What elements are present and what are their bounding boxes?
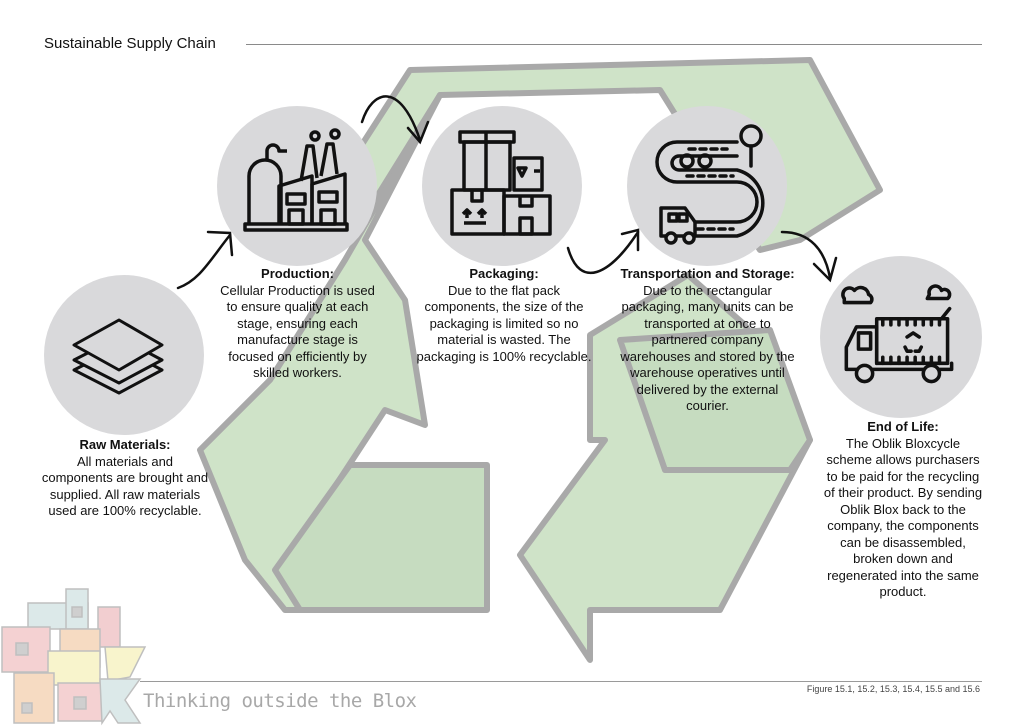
packaging-body: Due to the flat pack components, the siz… bbox=[416, 282, 592, 364]
production-body: Cellular Production is used to ensure qu… bbox=[220, 282, 375, 381]
boxes-icon bbox=[450, 130, 552, 236]
flow-arrow-2 bbox=[360, 95, 422, 142]
title-divider bbox=[246, 44, 982, 45]
flow-arrow-1 bbox=[176, 233, 232, 290]
flow-arrow-3-head bbox=[620, 228, 640, 252]
factory-icon bbox=[243, 128, 349, 232]
transportation-body: Due to the rectangular packaging, many u… bbox=[620, 282, 795, 414]
flow-arrow-1-head bbox=[206, 230, 234, 257]
recycling-truck-icon bbox=[841, 284, 954, 384]
end-of-life-heading: End of Life: bbox=[867, 419, 939, 434]
road-van-icon bbox=[655, 124, 765, 245]
flow-arrow-2-head bbox=[406, 120, 430, 145]
page-title: Sustainable Supply Chain bbox=[44, 35, 216, 52]
flow-arrow-3 bbox=[566, 230, 640, 275]
packaging-circle bbox=[422, 106, 582, 266]
production-heading: Production: bbox=[261, 266, 334, 281]
packaging-text: Packaging: Due to the flat pack componen… bbox=[414, 266, 594, 365]
flow-arrow-4 bbox=[780, 230, 832, 280]
raw-materials-heading: Raw Materials: bbox=[79, 437, 171, 452]
recycle-block-right bbox=[617, 327, 813, 473]
end-of-life-body: The Oblik Bloxcycle scheme allows purcha… bbox=[823, 435, 983, 600]
oblik-blox-logo bbox=[1, 588, 147, 726]
production-text: Production: Cellular Production is used … bbox=[215, 266, 380, 382]
tagline: Thinking outside the Blox bbox=[143, 690, 417, 712]
flow-arrow-4-head bbox=[812, 256, 838, 283]
production-circle bbox=[217, 106, 377, 266]
footer-divider bbox=[140, 681, 982, 682]
figure-caption: Figure 15.1, 15.2, 15.3, 15.4, 15.5 and … bbox=[806, 684, 980, 694]
transportation-circle bbox=[627, 106, 787, 266]
raw-materials-body: All materials and components are brought… bbox=[41, 453, 209, 519]
raw-materials-circle bbox=[44, 275, 204, 435]
transportation-heading: Transportation and Storage: bbox=[620, 266, 795, 281]
end-of-life-circle bbox=[820, 256, 982, 418]
recycle-arrow-top bbox=[307, 57, 883, 253]
packaging-heading: Packaging: bbox=[469, 266, 539, 281]
end-of-life-text: End of Life: The Oblik Bloxcycle scheme … bbox=[822, 419, 984, 601]
recycle-block-left bbox=[272, 462, 490, 613]
layers-icon bbox=[72, 318, 164, 395]
transportation-text: Transportation and Storage: Due to the r… bbox=[620, 266, 795, 415]
raw-materials-text: Raw Materials: All materials and compone… bbox=[40, 437, 210, 520]
